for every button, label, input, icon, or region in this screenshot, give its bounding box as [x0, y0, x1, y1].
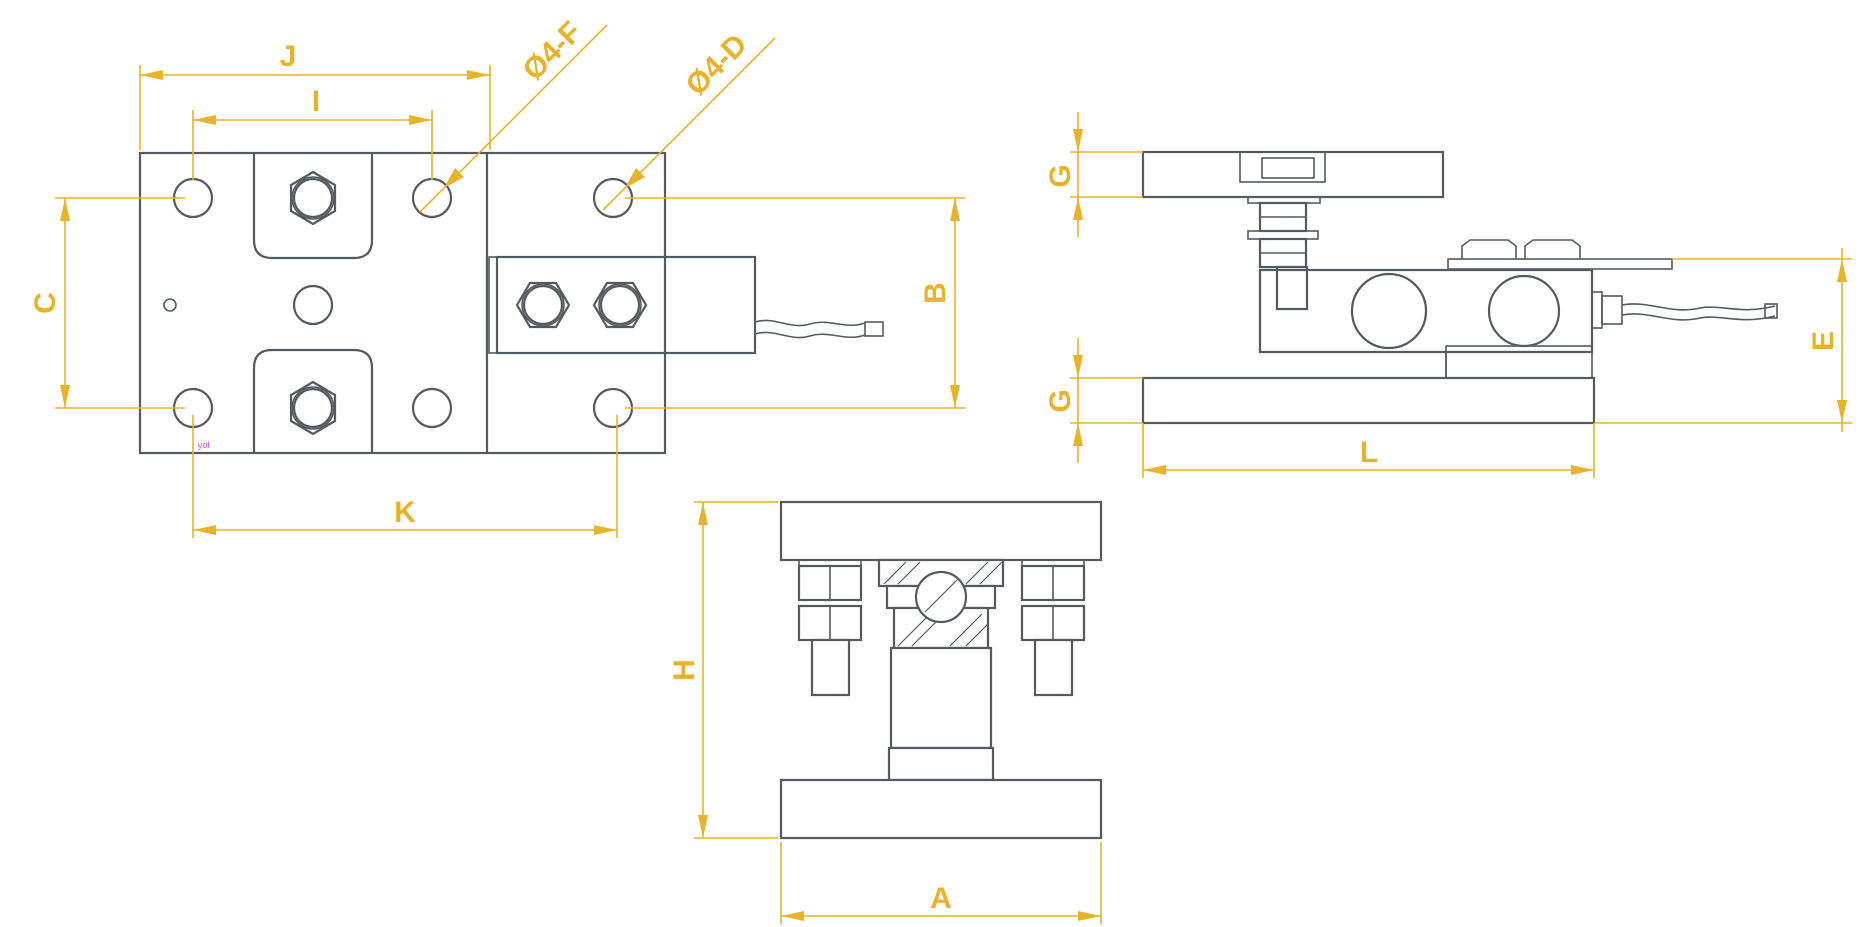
- dim-label-b: B: [919, 282, 952, 304]
- hole-f-4: [411, 387, 453, 429]
- side-view: [1141, 150, 1778, 425]
- side-top-plate: [1141, 150, 1445, 199]
- side-cell-hole-2: [1487, 274, 1561, 348]
- front-view-dimensions: H A: [668, 501, 1102, 924]
- side-view-dimensions: G G E L: [1044, 112, 1852, 478]
- origin-marker: yol: [198, 440, 210, 450]
- dim-label-j: J: [280, 40, 297, 73]
- upper-bolt-icon: [289, 170, 337, 226]
- side-stud: [1275, 265, 1309, 311]
- cable: [754, 319, 866, 327]
- top-view-base-plate: [138, 151, 667, 455]
- front-ball: [914, 570, 968, 624]
- cable-end: [864, 321, 884, 337]
- side-cell-hole-1: [1350, 272, 1428, 350]
- top-view: yol: [138, 151, 884, 455]
- hole-f-2: [411, 177, 453, 219]
- front-left-nuts: [797, 559, 863, 697]
- dim-label-h: H: [668, 659, 701, 681]
- lower-slot: [252, 348, 374, 453]
- dim-label-g-top: G: [1044, 164, 1077, 187]
- side-cell-bracket: [1447, 258, 1673, 270]
- dim-label-f: Ø4-F: [517, 15, 589, 87]
- side-base-plate: [1141, 376, 1596, 425]
- upper-slot: [252, 153, 374, 260]
- side-cable: [1621, 303, 1776, 311]
- cell-bolt-1-icon: [515, 281, 571, 329]
- front-top-plate: [779, 500, 1103, 562]
- dim-label-e: E: [1807, 331, 1840, 351]
- load-cell-body: [495, 255, 757, 355]
- front-right-nuts: [1020, 559, 1086, 697]
- dim-label-g-bottom: G: [1044, 389, 1077, 412]
- dim-label-l: L: [1360, 436, 1378, 469]
- dim-label-k: K: [394, 496, 416, 529]
- front-view: [779, 500, 1103, 840]
- dim-label-i: I: [312, 85, 320, 118]
- front-section: [877, 558, 1005, 650]
- front-base-plate: [779, 778, 1103, 840]
- pin-hole: [163, 298, 177, 312]
- dim-label-c: C: [29, 292, 62, 314]
- lower-bolt-icon: [289, 380, 337, 436]
- front-column: [889, 646, 993, 750]
- dim-label-a: A: [930, 882, 952, 915]
- cell-bolt-2-icon: [592, 281, 648, 329]
- center-hole: [292, 284, 334, 326]
- dim-label-d: Ø4-D: [680, 28, 754, 102]
